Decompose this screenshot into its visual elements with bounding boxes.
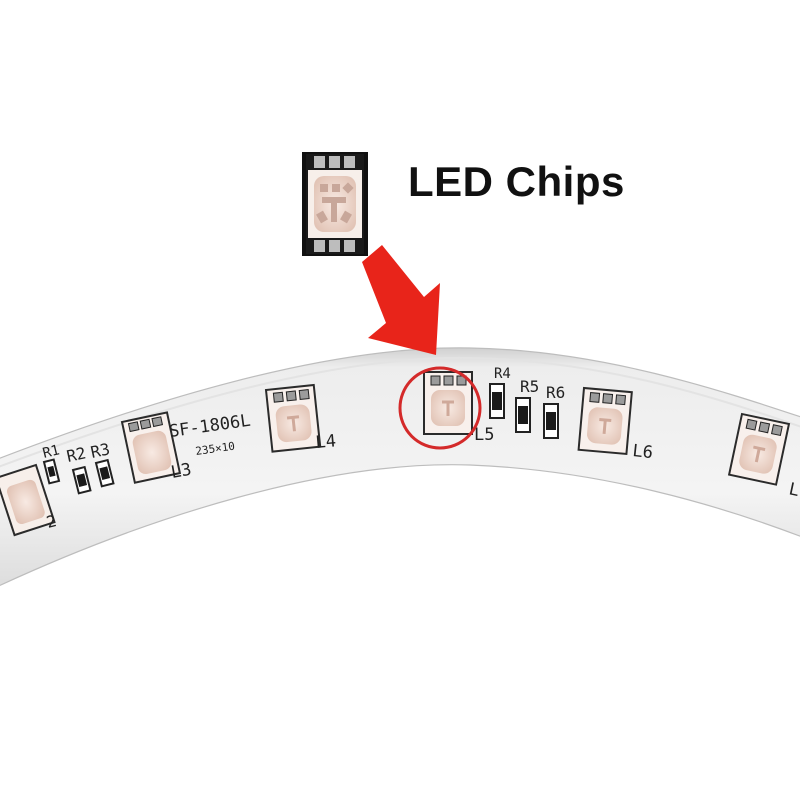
led-chip-l6: [577, 386, 633, 456]
led-label: L: [787, 479, 800, 501]
resistor-label: R5: [520, 377, 539, 396]
down-right-arrow-icon: [362, 245, 440, 355]
led-label: L6: [631, 441, 653, 463]
resistor-label: R1: [41, 442, 61, 462]
led-label: L4: [315, 431, 337, 453]
resistor-r4: [489, 383, 505, 419]
led-chip-l5: [423, 371, 473, 435]
resistor-r2: [71, 465, 92, 495]
resistor-label: R6: [546, 383, 565, 402]
led-label: L3: [169, 460, 193, 483]
resistor-label: R3: [89, 439, 112, 462]
led-label: L5: [474, 425, 494, 445]
led-label: 2: [44, 511, 58, 532]
resistor-label: R2: [65, 443, 88, 466]
smd-led-chip-icon: [302, 152, 368, 256]
callout-title: LED Chips: [408, 158, 625, 205]
led-chip-partial: [0, 463, 56, 537]
led-chip-l4: [264, 383, 322, 453]
strip-batch-code: 235×10: [195, 440, 236, 458]
resistor-r1: [42, 458, 61, 485]
highlight-circle-icon: [398, 366, 482, 450]
led-chip-l3: [120, 411, 182, 484]
resistor-label: R4: [494, 366, 511, 382]
led-chip-l7: [727, 412, 791, 486]
resistor-r6: [543, 403, 559, 439]
resistor-r3: [94, 458, 115, 488]
resistor-r5: [515, 397, 531, 433]
led-strip: [0, 347, 800, 587]
